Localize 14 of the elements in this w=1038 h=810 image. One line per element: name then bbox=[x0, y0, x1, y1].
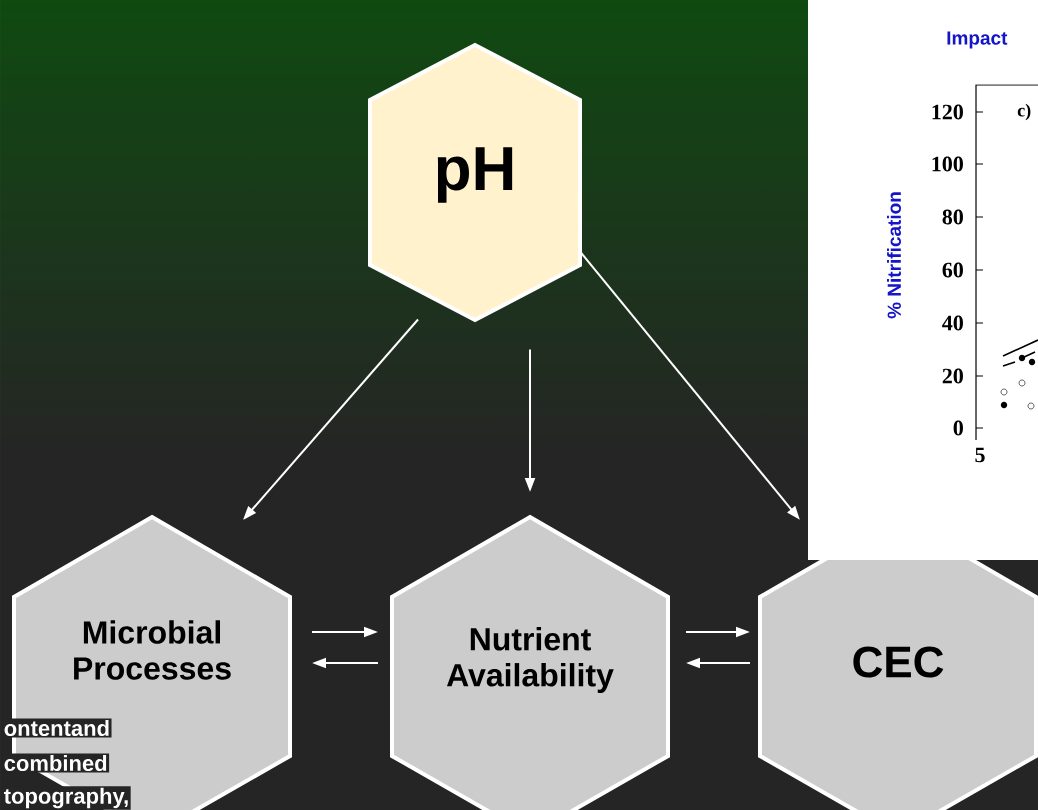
tick-label: 5 bbox=[975, 447, 985, 463]
note-text: topography, bbox=[2, 786, 131, 810]
tick-label: 20 bbox=[942, 368, 963, 384]
tick-label: 120 bbox=[932, 104, 963, 120]
tick-label: 60 bbox=[942, 262, 963, 278]
tick-label: 80 bbox=[942, 209, 963, 225]
panel-label: c) bbox=[1017, 103, 1031, 121]
tick-label: 0 bbox=[953, 420, 963, 436]
axis-title: % Nitrification bbox=[887, 192, 901, 319]
note-text: combined bbox=[2, 753, 110, 773]
note-text: ontentand bbox=[2, 718, 112, 738]
tick-label: 100 bbox=[932, 156, 963, 172]
tick-label: 40 bbox=[942, 315, 963, 331]
chart-title: Impact bbox=[947, 31, 1008, 49]
